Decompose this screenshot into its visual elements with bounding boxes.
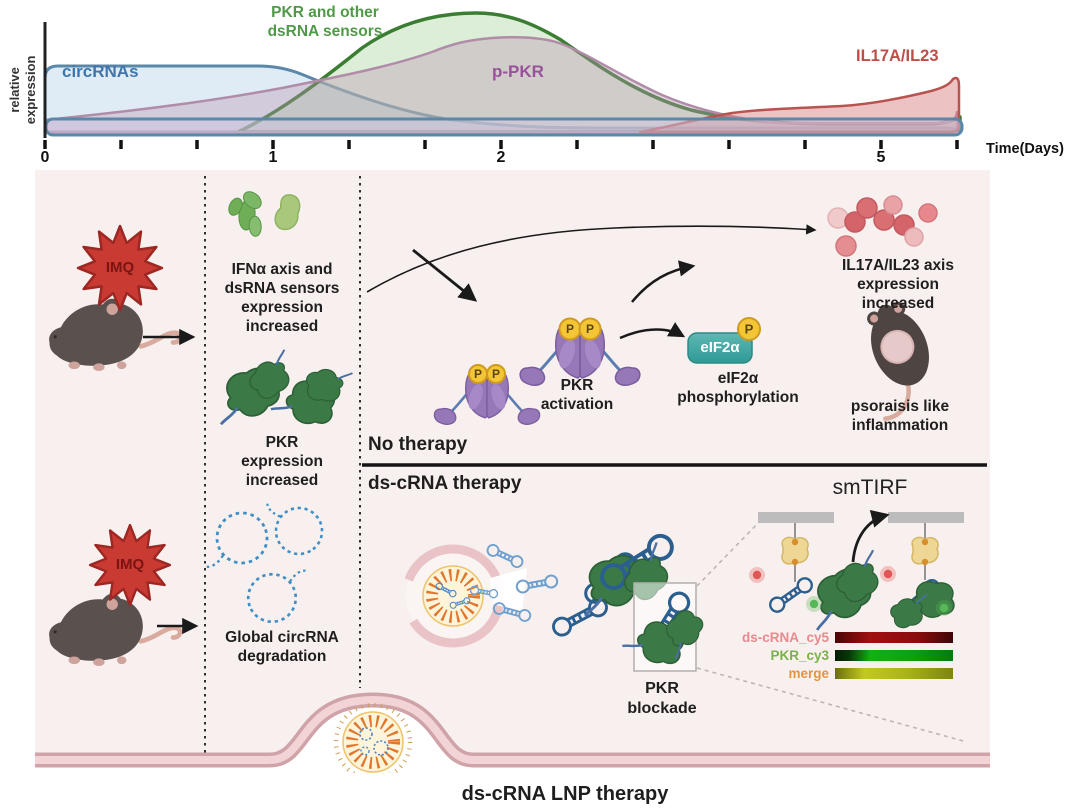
- pkr-expression-caption: PKR expression increased: [241, 434, 323, 489]
- x-tick-1: 1: [268, 149, 278, 166]
- footer-caption: ds-cRNA LNP therapy: [461, 783, 669, 805]
- il17-axis-caption: IL17A/IL23 axis expression increased: [841, 257, 954, 312]
- x-tick-0: 0: [40, 149, 50, 166]
- pkr-protein-icons: [209, 348, 354, 435]
- ppkr-series-label: p-PKR: [492, 62, 544, 81]
- legend-pkr-cy3: PKR_cy3: [770, 648, 829, 663]
- kymograph-bars: [835, 632, 953, 679]
- circrnas-series-label: circRNAs: [62, 62, 139, 81]
- ifn-axis-caption: IFNα axis and dsRNA sensors expression i…: [224, 261, 340, 335]
- eif2a-p-circle: [737, 317, 761, 341]
- x-axis-label: Time(Days): [986, 141, 1064, 157]
- arrow-long-to-il17: [366, 224, 817, 293]
- legend-ds-crna-cy5: ds-cRNA_cy5: [741, 630, 829, 645]
- main-panel: P P P P P: [35, 170, 990, 773]
- kymograph-cy5: [835, 632, 953, 643]
- sensors-series-label: PKR and other dsRNA sensors: [267, 4, 383, 40]
- imq-label-2: IMQ: [115, 556, 145, 573]
- smtirf-arrow: [851, 509, 890, 563]
- x-axis-ticks: [43, 140, 959, 149]
- kymograph-merge: [835, 668, 953, 679]
- cell-with-lnp: [401, 544, 527, 648]
- x-tick-5: 5: [876, 149, 886, 166]
- glass-slide-right: [888, 512, 964, 523]
- pkr-activation-caption: PKR activation: [540, 377, 614, 413]
- legend-merge: merge: [788, 666, 829, 681]
- y-axis-label: relative expression: [7, 55, 38, 125]
- imq-label-1: IMQ: [105, 259, 135, 276]
- smtirf-setup: [749, 509, 964, 632]
- p-label: P: [566, 322, 574, 336]
- glass-slide-left: [758, 512, 834, 523]
- degraded-circrna-icons: [191, 483, 332, 630]
- ifn-sensor-icons: [228, 191, 301, 237]
- eif2a-phosphorylation-caption: eIF2α phosphorylation: [677, 370, 799, 406]
- phospho-circles: P P P P: [468, 317, 602, 384]
- arrow-to-eif2a: [619, 322, 686, 340]
- expression-chart: relative expression circRNAs PKR and oth…: [0, 0, 1080, 170]
- eif2a-box-label: eIF2α: [700, 339, 740, 356]
- no-therapy-section-label: No therapy: [368, 434, 468, 455]
- main-panel-art: P P P P P: [35, 176, 990, 773]
- arrow-to-pkr: [412, 248, 478, 302]
- x-tick-2: 2: [496, 149, 506, 166]
- smtirf-title: smTIRF: [832, 476, 908, 499]
- p-label: P: [745, 322, 754, 337]
- p-label: P: [474, 367, 482, 381]
- baseline-band: [44, 117, 964, 137]
- ds-crna-therapy-section-label: ds-cRNA therapy: [368, 473, 522, 494]
- mouse-side-2: [49, 594, 180, 666]
- pkr-blockade-caption: PKR blockade: [627, 680, 697, 717]
- circrna-degradation-caption: Global circRNA degradation: [225, 629, 339, 665]
- zoom-connector-bottom: [696, 667, 968, 743]
- mouse-side-1: [49, 299, 180, 371]
- il17-cytokine-dots: [827, 195, 938, 257]
- lnp-particle: [333, 702, 413, 773]
- eif2a-box: [687, 332, 753, 364]
- p-label: P: [492, 367, 500, 381]
- kymograph-cy3: [835, 650, 953, 661]
- expression-chart-svg: [43, 11, 964, 149]
- il17-series-label: IL17A/IL23: [856, 47, 939, 65]
- cell-membrane: [35, 692, 990, 773]
- p-label: P: [586, 322, 594, 336]
- psoriasis-caption: psoraisis like inflammation: [850, 398, 950, 434]
- arrow-up-right: [631, 260, 696, 303]
